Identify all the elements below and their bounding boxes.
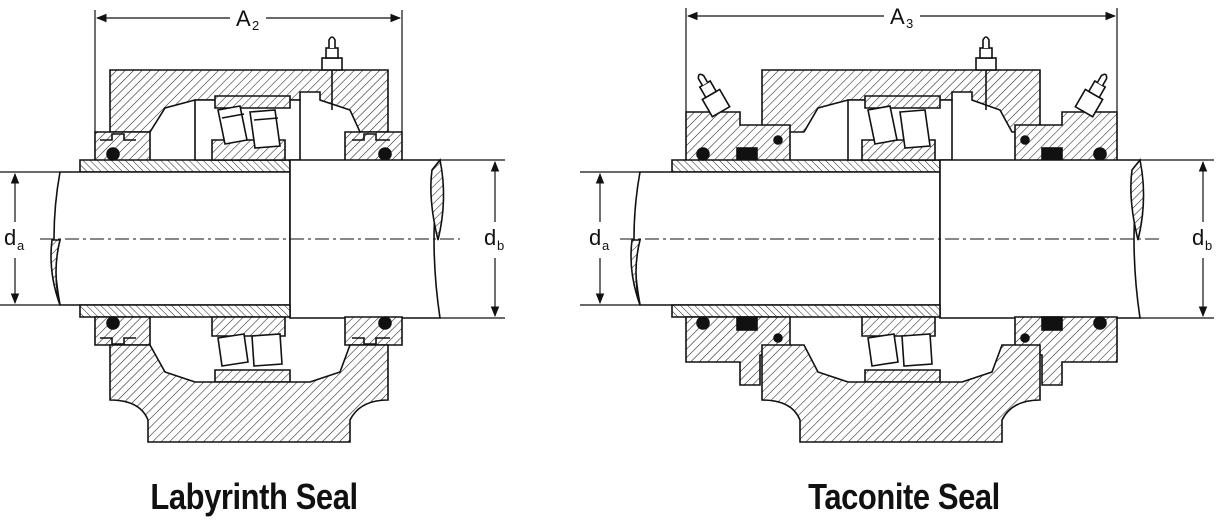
dim-da-sub: a bbox=[602, 238, 610, 253]
lower-rollers bbox=[867, 333, 933, 367]
grease-fitting-left bbox=[321, 36, 343, 110]
dimension-da-right bbox=[580, 171, 640, 306]
dim-a3-letter: A bbox=[890, 4, 905, 29]
lower-left-seal bbox=[94, 316, 151, 346]
housing-base bbox=[109, 344, 389, 443]
lower-outer-race bbox=[864, 369, 941, 383]
lower-adapter-sleeve bbox=[79, 304, 291, 318]
seal-element bbox=[736, 316, 758, 331]
housing-base bbox=[761, 344, 1041, 443]
o-ring bbox=[378, 316, 392, 330]
dimension-db-left bbox=[440, 159, 505, 319]
o-ring bbox=[1020, 333, 1030, 343]
dim-a2-sub: 2 bbox=[252, 18, 259, 33]
upper-outer-race bbox=[214, 95, 291, 109]
dimension-a2 bbox=[94, 10, 403, 132]
upper-rollers bbox=[867, 105, 931, 149]
upper-outer-race bbox=[864, 95, 941, 109]
upper-left-seal bbox=[94, 131, 151, 163]
dimension-da-left bbox=[0, 171, 60, 306]
grease-fitting-left-angled bbox=[697, 73, 731, 118]
o-ring bbox=[378, 147, 392, 161]
taconite-seal-drawing bbox=[620, 36, 1160, 443]
upper-rollers bbox=[217, 105, 281, 149]
dim-db-letter: d bbox=[484, 225, 496, 250]
o-ring bbox=[1093, 316, 1107, 330]
o-ring bbox=[696, 316, 710, 330]
dim-da-sub: a bbox=[17, 238, 25, 253]
caption-taconite-seal: Taconite Seal bbox=[808, 476, 1000, 517]
upper-adapter-sleeve bbox=[671, 159, 941, 173]
dimension-db-right bbox=[1140, 159, 1214, 319]
caption-labyrinth-seal: Labyrinth Seal bbox=[150, 476, 358, 517]
o-ring bbox=[106, 316, 120, 330]
o-ring bbox=[773, 135, 783, 145]
lower-inner-race bbox=[211, 316, 286, 337]
grease-fitting-center bbox=[975, 36, 997, 110]
shaft-break-right bbox=[430, 158, 445, 241]
o-ring bbox=[696, 147, 710, 161]
o-ring bbox=[106, 147, 120, 161]
o-ring bbox=[773, 333, 783, 343]
dim-a2-letter: A bbox=[236, 6, 251, 31]
lower-right-seal bbox=[344, 316, 403, 346]
shaft-break-right bbox=[1130, 158, 1145, 241]
dim-da-letter: d bbox=[4, 225, 16, 250]
lower-inner-race bbox=[861, 316, 936, 337]
labyrinth-seal-drawing bbox=[40, 36, 460, 443]
dim-db-sub: b bbox=[1205, 238, 1212, 253]
grease-fitting-right-angled bbox=[1074, 73, 1108, 118]
seal-element bbox=[1041, 316, 1063, 331]
dim-db-sub: b bbox=[497, 238, 504, 253]
upper-right-seal bbox=[344, 131, 403, 163]
upper-adapter-sleeve bbox=[79, 159, 291, 173]
lower-left-taconite-seal bbox=[685, 316, 791, 386]
lower-adapter-sleeve bbox=[671, 304, 941, 318]
lower-rollers bbox=[217, 333, 283, 367]
o-ring bbox=[1093, 147, 1107, 161]
dim-db-letter: d bbox=[1192, 225, 1204, 250]
dim-a3-sub: 3 bbox=[906, 16, 913, 31]
dim-da-letter: d bbox=[589, 225, 601, 250]
lower-outer-race bbox=[214, 369, 291, 383]
dimension-a3 bbox=[685, 8, 1118, 112]
o-ring bbox=[1020, 135, 1030, 145]
